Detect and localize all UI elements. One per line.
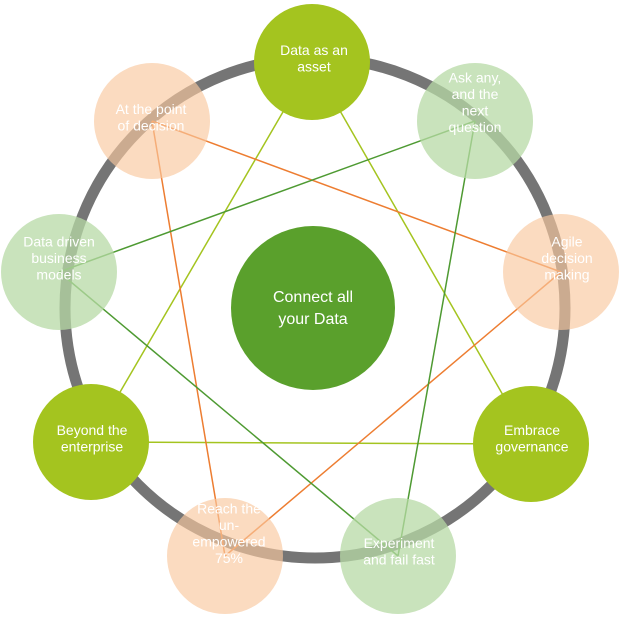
node-label-line: Data as an	[280, 42, 348, 58]
node-circle-beyond-enterprise	[33, 384, 149, 500]
node-label-line: governance	[495, 438, 568, 454]
node-label-line: and fail fast	[363, 551, 435, 567]
center-label: Connect all your Data	[273, 289, 353, 328]
node-label-line: 75%	[215, 550, 243, 566]
node-label-line: and the	[452, 86, 499, 102]
node-label-line: At the point	[116, 101, 187, 117]
connector-data-asset-beyond-enterprise	[90, 61, 313, 443]
node-label-line: un-	[219, 517, 240, 533]
node-circle-agile-decision	[503, 214, 619, 330]
node-circle-reach-unempowered	[167, 498, 283, 614]
connector-ask-any-data-driven	[58, 120, 476, 273]
connector-point-of-decision-agile-decision	[151, 120, 562, 273]
node-label-line: making	[544, 267, 589, 283]
node-circle-point-of-decision	[94, 63, 210, 179]
center-circle	[231, 226, 395, 390]
node-label-line: Data driven	[23, 234, 95, 250]
node-circle-experiment	[340, 498, 456, 614]
node-label-line: Embrace	[504, 422, 560, 438]
node-label-line: question	[449, 119, 502, 135]
connector-data-asset-embrace-governance	[311, 61, 532, 445]
center-label-line: your Data	[278, 311, 347, 328]
node-circle-embrace-governance	[473, 386, 589, 502]
center-hub: Connect all your Data	[231, 226, 395, 390]
node-label-line: Ask any,	[449, 69, 502, 85]
node-label-line: Reach the	[197, 500, 261, 516]
node-label-line: of decision	[118, 117, 185, 133]
node-label-line: asset	[297, 58, 331, 74]
node-circle-data-asset	[254, 4, 370, 120]
node-circle-ask-any	[417, 63, 533, 179]
node-label-line: models	[36, 267, 81, 283]
node-label-line: Experiment	[364, 535, 435, 551]
center-label-line: Connect all	[273, 289, 353, 306]
node-label-line: Beyond the	[57, 422, 128, 438]
connector-point-of-decision-reach-unempowered	[151, 120, 226, 557]
node-label-line: next	[462, 102, 489, 118]
connector-beyond-enterprise-embrace-governance	[90, 441, 532, 445]
connector-data-driven-experiment	[58, 271, 399, 557]
connector-agile-decision-reach-unempowered	[224, 271, 562, 557]
node-label-line: Agile	[551, 234, 582, 250]
node-label-line: business	[31, 250, 86, 266]
node-label-line: empowered	[192, 533, 265, 549]
connector-ask-any-experiment	[397, 120, 476, 557]
node-label-line: decision	[541, 250, 592, 266]
node-label-line: enterprise	[61, 438, 123, 454]
node-circle-data-driven	[1, 214, 117, 330]
